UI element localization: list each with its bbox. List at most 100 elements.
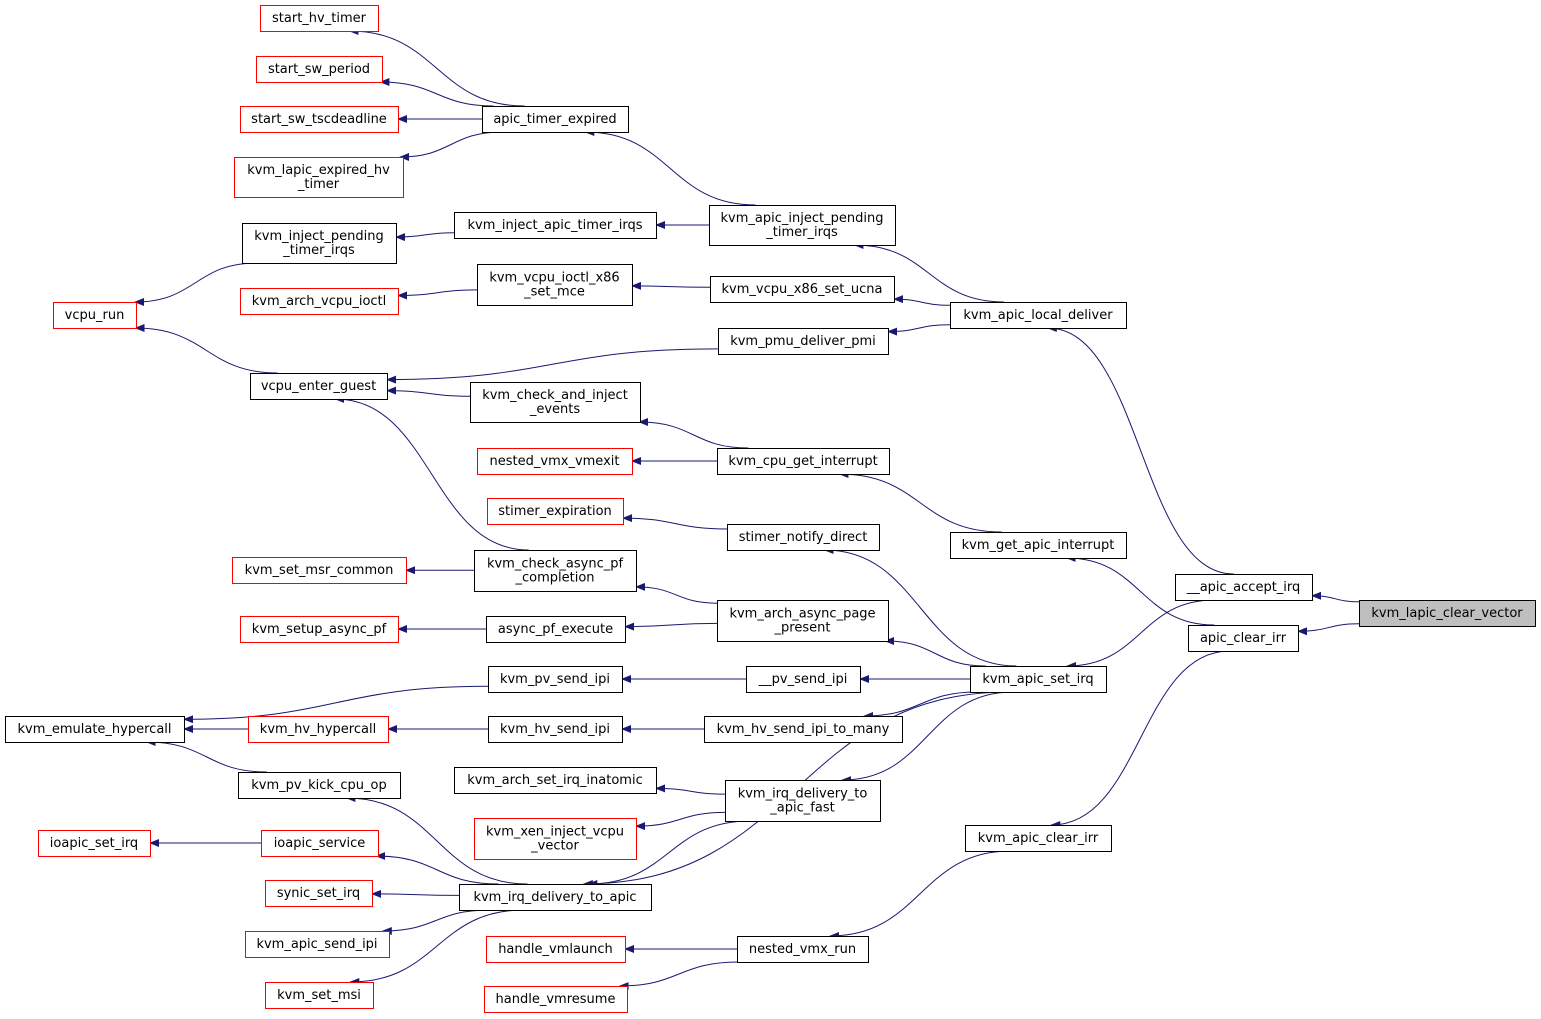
- node-label: stimer_expiration: [498, 504, 612, 519]
- node-kvm_setup_async_pf[interactable]: kvm_setup_async_pf: [240, 616, 399, 643]
- node-kvm_apic_clear_irr[interactable]: kvm_apic_clear_irr: [965, 825, 1112, 852]
- edge-path: [841, 691, 1013, 784]
- edge-path: [584, 128, 756, 206]
- node-label: vcpu_run: [65, 308, 125, 323]
- node-kvm_emulate_hypercall[interactable]: kvm_emulate_hypercall: [5, 716, 185, 743]
- node-kvm_set_msr_common[interactable]: kvm_set_msr_common: [232, 557, 407, 584]
- node-kvm_xen_inject_vcpu_vector[interactable]: kvm_xen_inject_vcpu_vector: [474, 818, 637, 860]
- node-kvm_apic_inject_pending_timer_irqs[interactable]: kvm_apic_inject_pending_timer_irqs: [709, 205, 896, 246]
- node-label: kvm_irq_delivery_to: [738, 787, 868, 802]
- node-box: [717, 600, 889, 642]
- node-handle_vmlaunch[interactable]: handle_vmlaunch: [486, 936, 626, 963]
- edge-kvm_apic_inject_pending_timer_irqs-to-kvm_apic_local_deliver: [853, 241, 1004, 303]
- node-kvm_apic_send_ipi[interactable]: kvm_apic_send_ipi: [245, 931, 390, 958]
- edge-path: [655, 784, 726, 795]
- node-kvm_arch_async_page_present[interactable]: kvm_arch_async_page_present: [717, 600, 889, 642]
- node-kvm_cpu_get_interrupt[interactable]: kvm_cpu_get_interrupt: [717, 448, 890, 475]
- edge-path: [395, 232, 455, 242]
- node-kvm_arch_vcpu_ioctl[interactable]: kvm_arch_vcpu_ioctl: [240, 288, 399, 315]
- edge-path: [1311, 591, 1360, 603]
- node-box: [265, 880, 373, 907]
- node-kvm_lapic_expired_hv_timer[interactable]: kvm_lapic_expired_hv_timer: [234, 157, 404, 198]
- edge-kvm_lapic_expired_hv_timer-to-apic_timer_expired: [399, 131, 503, 161]
- node-box: [240, 106, 399, 133]
- node-label: kvm_apic_inject_pending: [721, 211, 884, 226]
- node-label: kvm_check_async_pf: [487, 557, 624, 572]
- node-box: [737, 936, 869, 963]
- node-box: [477, 448, 633, 475]
- node-box: [950, 302, 1127, 329]
- node-ioapic_service[interactable]: ioapic_service: [261, 830, 379, 857]
- node-box: [950, 532, 1127, 559]
- node-label: kvm_lapic_clear_vector: [1371, 606, 1523, 621]
- node-kvm_apic_set_irq[interactable]: kvm_apic_set_irq: [970, 666, 1107, 693]
- node-label: kvm_arch_vcpu_ioctl: [252, 294, 387, 309]
- node-label: kvm_apic_set_irq: [982, 672, 1093, 687]
- node-label: kvm_check_and_inject: [482, 388, 628, 403]
- edge-kvm_get_apic_interrupt-to-apic_clear_irr: [1065, 554, 1215, 626]
- node-kvm_inject_apic_timer_irqs[interactable]: kvm_inject_apic_timer_irqs: [454, 212, 657, 239]
- node-apic_clear_irr[interactable]: apic_clear_irr: [1188, 625, 1299, 652]
- node-label: kvm_apic_clear_irr: [978, 831, 1099, 846]
- node-synic_set_irq[interactable]: synic_set_irq: [265, 880, 373, 907]
- node-apic_accept_irq[interactable]: __apic_accept_irq: [1175, 574, 1313, 601]
- node-kvm_pv_send_ipi[interactable]: kvm_pv_send_ipi: [488, 666, 623, 693]
- node-label: _apic_fast: [769, 801, 834, 816]
- node-apic_timer_expired[interactable]: apic_timer_expired: [482, 106, 629, 133]
- node-kvm_check_and_inject_events[interactable]: kvm_check_and_inject_events: [470, 382, 641, 423]
- edge-vcpu_run-to-kvm_inject_pending_timer_irqs: [134, 262, 257, 306]
- node-box: [725, 780, 881, 822]
- node-kvm_hv_hypercall[interactable]: kvm_hv_hypercall: [248, 716, 389, 743]
- node-box: [746, 666, 861, 693]
- node-stimer_expiration[interactable]: stimer_expiration: [487, 498, 624, 525]
- node-pv_send_ipi[interactable]: __pv_send_ipi: [746, 666, 861, 693]
- node-handle_vmresume[interactable]: handle_vmresume: [484, 986, 628, 1013]
- node-start_sw_tscdeadline[interactable]: start_sw_tscdeadline: [240, 106, 399, 133]
- edge-kvm_arch_set_irq_inatomic-to-kvm_irq_delivery_to_apic_fast: [655, 784, 726, 795]
- node-vcpu_run[interactable]: vcpu_run: [53, 302, 137, 329]
- node-box: [486, 936, 626, 963]
- node-nested_vmx_run[interactable]: nested_vmx_run: [737, 936, 869, 963]
- edge-path: [638, 418, 749, 449]
- node-kvm_irq_delivery_to_apic_fast[interactable]: kvm_irq_delivery_to_apic_fast: [725, 780, 881, 822]
- edge-vcpu_enter_guest-to-kvm_check_and_inject_events: [386, 386, 471, 397]
- node-box: [486, 616, 626, 643]
- node-kvm_hv_send_ipi[interactable]: kvm_hv_send_ipi: [488, 716, 623, 743]
- node-kvm_pv_kick_cpu_op[interactable]: kvm_pv_kick_cpu_op: [238, 772, 401, 799]
- edge-kvm_vcpu_x86_set_ucna-to-kvm_apic_local_deliver: [893, 295, 951, 306]
- node-kvm_irq_delivery_to_apic[interactable]: kvm_irq_delivery_to_apic: [459, 884, 652, 911]
- edge-path: [887, 324, 951, 336]
- node-label: kvm_setup_async_pf: [252, 622, 387, 637]
- node-kvm_set_msi[interactable]: kvm_set_msi: [265, 982, 374, 1009]
- node-box: [256, 56, 383, 83]
- edge-path: [635, 582, 718, 604]
- node-start_sw_period[interactable]: start_sw_period: [256, 56, 383, 83]
- node-kvm_hv_send_ipi_to_many[interactable]: kvm_hv_send_ipi_to_many: [704, 716, 903, 743]
- node-stimer_notify_direct[interactable]: stimer_notify_direct: [727, 524, 880, 551]
- node-label: kvm_apic_local_deliver: [963, 308, 1113, 323]
- node-kvm_inject_pending_timer_irqs[interactable]: kvm_inject_pending_timer_irqs: [242, 223, 397, 264]
- node-label: kvm_get_apic_interrupt: [962, 538, 1115, 553]
- node-box: [474, 818, 637, 860]
- node-kvm_lapic_clear_vector[interactable]: kvm_lapic_clear_vector: [1359, 600, 1536, 627]
- node-vcpu_enter_guest[interactable]: vcpu_enter_guest: [250, 373, 388, 400]
- edge-apic_clear_irr-to-kvm_lapic_clear_vector: [1297, 623, 1360, 636]
- node-kvm_vcpu_ioctl_x86_set_mce[interactable]: kvm_vcpu_ioctl_x86_set_mce: [477, 264, 633, 306]
- edge-path: [375, 852, 499, 885]
- nodes-layer: start_hv_timer start_sw_period start_sw_ts…: [5, 5, 1536, 1013]
- node-label: kvm_arch_set_irq_inatomic: [467, 773, 642, 788]
- node-kvm_check_async_pf_completion[interactable]: kvm_check_async_pf_completion: [474, 550, 637, 592]
- node-nested_vmx_vmexit[interactable]: nested_vmx_vmexit: [477, 448, 633, 475]
- node-async_pf_execute[interactable]: async_pf_execute: [486, 616, 626, 643]
- node-label: start_hv_timer: [272, 11, 367, 26]
- node-kvm_vcpu_x86_set_ucna[interactable]: kvm_vcpu_x86_set_ucna: [710, 276, 895, 303]
- node-ioapic_set_irq[interactable]: ioapic_set_irq: [38, 830, 151, 857]
- node-kvm_apic_local_deliver[interactable]: kvm_apic_local_deliver: [950, 302, 1127, 329]
- node-box: [459, 884, 652, 911]
- node-kvm_arch_set_irq_inatomic[interactable]: kvm_arch_set_irq_inatomic: [454, 767, 657, 794]
- node-start_hv_timer[interactable]: start_hv_timer: [260, 5, 379, 32]
- edge-path: [349, 909, 524, 986]
- edge-apic_accept_irq-to-kvm_lapic_clear_vector: [1311, 591, 1360, 603]
- node-kvm_pmu_deliver_pmi[interactable]: kvm_pmu_deliver_pmi: [718, 328, 889, 355]
- node-kvm_get_apic_interrupt[interactable]: kvm_get_apic_interrupt: [950, 532, 1127, 559]
